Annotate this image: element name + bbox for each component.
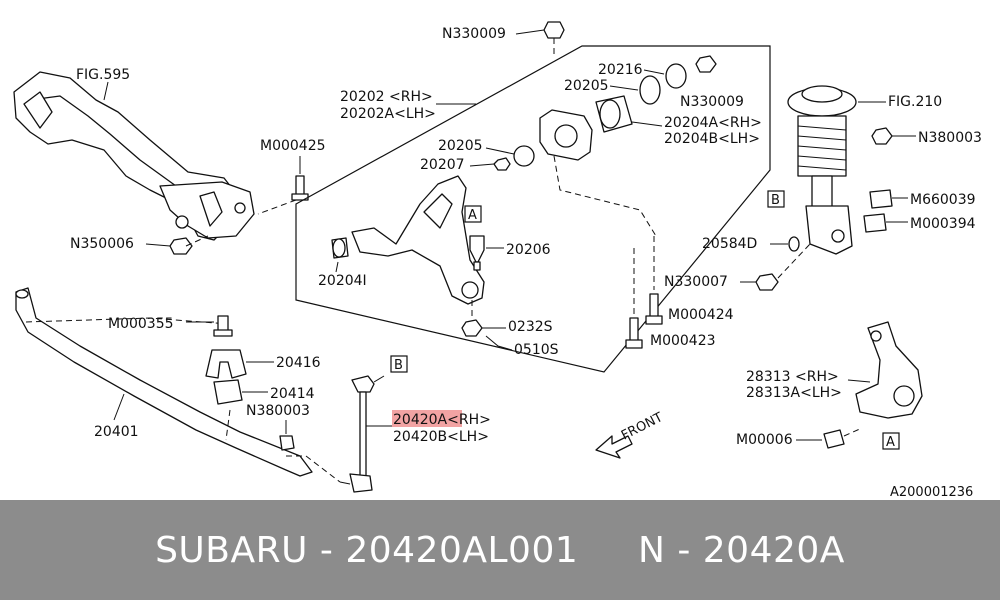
label-28313: 28313 <RH> xyxy=(746,369,839,385)
callout-b-strut xyxy=(767,190,785,208)
label-n330009-right: N330009 xyxy=(680,94,744,110)
front-arrow-icon xyxy=(595,435,633,459)
label-m00006: M00006 xyxy=(736,432,793,448)
label-20204a: 20204A<RH> xyxy=(664,115,762,131)
bolt-m660039 xyxy=(869,189,893,209)
reference-code: A200001236 xyxy=(890,485,973,500)
label-20205-lower: 20205 xyxy=(438,138,483,154)
washer-20216 xyxy=(665,63,687,89)
label-m000423: M000423 xyxy=(650,333,716,349)
label-fig595: FIG.595 xyxy=(76,67,130,83)
callout-b-link-text: B xyxy=(394,358,403,373)
label-m000424: M000424 xyxy=(668,307,734,323)
nut-n380003-left xyxy=(279,435,295,451)
label-n330009-top: N330009 xyxy=(442,26,506,42)
label-20420b: 20420B<LH> xyxy=(393,429,489,445)
bolt-m000423 xyxy=(625,317,643,349)
stabilizer-bar-20401 xyxy=(15,287,313,477)
lower-control-arm xyxy=(351,175,485,305)
label-m000394: M000394 xyxy=(910,216,976,232)
nut-20207 xyxy=(493,157,511,171)
cotter-pin-0510s xyxy=(485,335,513,351)
label-fig210: FIG.210 xyxy=(888,94,942,110)
nut-n380003-right xyxy=(871,127,893,145)
label-20204i: 20204I xyxy=(318,273,367,289)
bolt-m000355 xyxy=(213,315,233,337)
nut-n330007 xyxy=(755,273,779,291)
bolt-m000425 xyxy=(291,175,309,201)
label-m000355: M000355 xyxy=(108,316,174,332)
callout-b-link xyxy=(390,355,408,373)
nut-n330009-top xyxy=(543,21,565,39)
label-20584d: 20584D xyxy=(702,236,757,252)
label-n330007: N330007 xyxy=(664,274,728,290)
callout-a-knuckle xyxy=(882,432,900,450)
label-n380003-right: N380003 xyxy=(918,130,982,146)
label-20205-upper: 20205 xyxy=(564,78,609,94)
part-number-title: SUBARU - 20420AL001 N - 20420A xyxy=(155,529,845,571)
label-20414: 20414 xyxy=(270,386,315,402)
bushing-20204a xyxy=(595,95,633,133)
bolt-m000394 xyxy=(863,213,887,233)
label-n350006: N350006 xyxy=(70,236,134,252)
label-0510s: 0510S xyxy=(514,342,559,358)
label-20202a: 20202A<LH> xyxy=(340,106,436,122)
control-arm-box xyxy=(295,45,771,373)
label-20206: 20206 xyxy=(506,242,551,258)
label-20207: 20207 xyxy=(420,157,465,173)
front-subframe xyxy=(13,71,255,241)
strut-assembly xyxy=(787,85,857,255)
highlight-20420a xyxy=(392,410,462,427)
ball-joint-20206 xyxy=(469,235,485,271)
callout-a-arm-text: A xyxy=(468,208,477,223)
label-m660039: M660039 xyxy=(910,192,976,208)
bushing-housing-20202 xyxy=(539,109,593,161)
label-20401: 20401 xyxy=(94,424,139,440)
label-20416: 20416 xyxy=(276,355,321,371)
callout-b-strut-text: B xyxy=(771,193,780,208)
label-n380003-left: N380003 xyxy=(246,403,310,419)
callout-a-arm xyxy=(464,205,482,223)
label-20204b: 20204B<LH> xyxy=(664,131,760,147)
nut-0232s xyxy=(461,319,483,337)
label-0232s: 0232S xyxy=(508,319,553,335)
label-20420a: 20420A<RH> xyxy=(393,412,491,428)
bolt-m000424 xyxy=(645,293,663,325)
label-20216: 20216 xyxy=(598,62,643,78)
washer-20205-upper xyxy=(639,75,661,105)
bracket-20416 xyxy=(205,349,247,379)
washer-20205-lower xyxy=(513,145,535,167)
label-m000425: M000425 xyxy=(260,138,326,154)
steering-knuckle-28313 xyxy=(855,321,923,419)
nut-n330009-right xyxy=(695,55,717,73)
label-front: FRONT xyxy=(619,410,665,444)
stabilizer-link-20420a xyxy=(339,375,385,493)
washer-20584d xyxy=(788,236,800,252)
parts-diagram: FIG.595 M000425 N350006 N330009 20202 <R… xyxy=(13,21,982,500)
nut-n350006 xyxy=(169,237,193,255)
label-28313a: 28313A<LH> xyxy=(746,385,842,401)
bushing-20414 xyxy=(213,379,243,405)
label-20202: 20202 <RH> xyxy=(340,89,433,105)
footer-banner: SUBARU - 20420AL001 N - 20420A xyxy=(0,500,1000,600)
callout-a-knuckle-text: A xyxy=(886,435,895,450)
bolt-m00006 xyxy=(823,429,845,449)
bushing-20204i xyxy=(331,237,349,259)
